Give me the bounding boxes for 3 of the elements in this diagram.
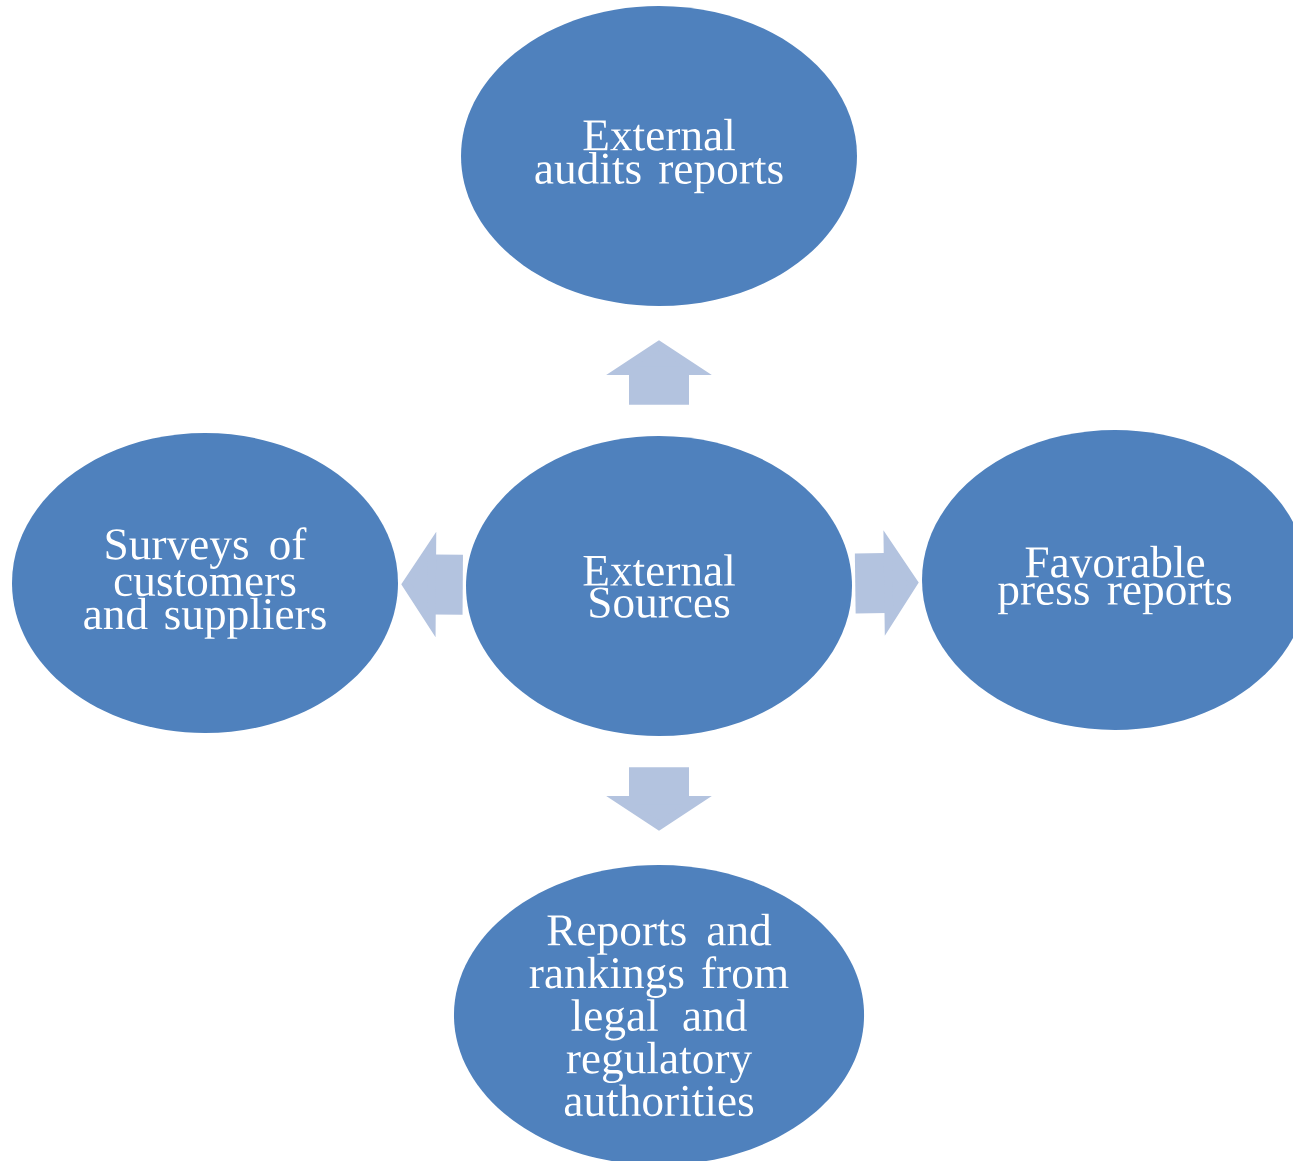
ellipse-node: External Sources <box>466 436 852 736</box>
ellipse-node: Surveys of customers and suppliers <box>12 433 398 733</box>
ellipse-node: External audits reports <box>461 6 857 306</box>
